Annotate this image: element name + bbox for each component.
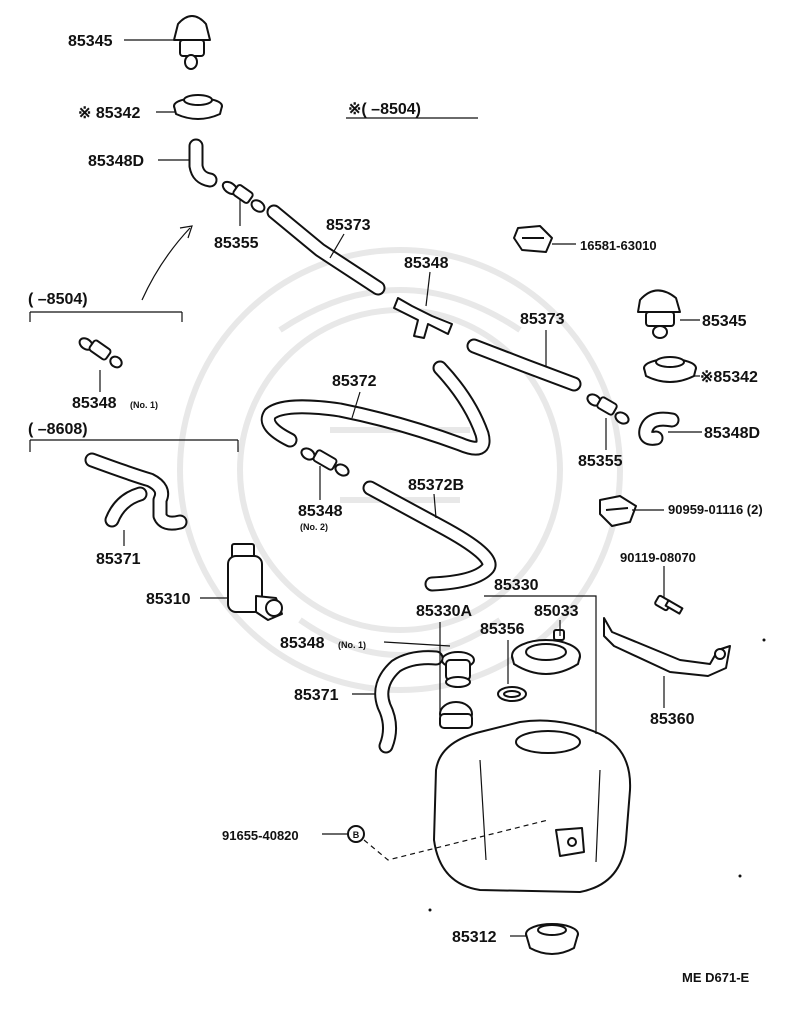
label-no1-b: (No. 1) — [338, 640, 366, 650]
leader-lines — [99, 39, 702, 937]
label-85345-right: 85345 — [702, 313, 747, 330]
label-no2: (No. 2) — [300, 522, 328, 532]
bolt-90119-08070[interactable] — [654, 594, 684, 615]
elbow-hose-85348D-right[interactable] — [638, 411, 680, 446]
label-85348D-top: 85348D — [88, 153, 144, 170]
tank-cap-85033[interactable] — [511, 629, 581, 675]
label-85342-right: ※85342 — [700, 369, 758, 386]
label-85372B: 85372B — [408, 477, 464, 494]
washer-nozzle-85345-top[interactable] — [173, 15, 211, 70]
range-label-8608: ( –8608) — [28, 421, 88, 438]
range-label-8504: ( –8504) — [28, 291, 88, 308]
washer-nozzle-85345-right[interactable] — [637, 289, 681, 339]
check-valve-85355-left[interactable] — [221, 179, 267, 214]
clip-90959-01116[interactable] — [599, 495, 637, 527]
label-85355-left: 85355 — [214, 235, 259, 252]
label-91655-40820: 91655-40820 — [222, 828, 299, 843]
label-90959-01116: 90959-01116 (2) — [668, 502, 763, 517]
hose-85372B[interactable] — [362, 480, 497, 592]
clip-16581-63010[interactable] — [513, 225, 553, 253]
range-bracket-8504 — [29, 311, 183, 322]
label-85348-no1-a: 85348 — [72, 395, 117, 412]
washer-tank-85330[interactable] — [433, 719, 632, 893]
label-85342-top: ※ 85342 — [78, 105, 140, 122]
label-no1-a: (No. 1) — [130, 400, 158, 410]
pump-grommet[interactable] — [439, 701, 473, 729]
washer-pump-85310[interactable] — [227, 543, 283, 621]
label-85348-no2: 85348 — [298, 503, 343, 520]
hose-85371-left[interactable] — [84, 452, 188, 531]
hose-85373-right[interactable] — [466, 338, 582, 392]
label-85373-right: 85373 — [520, 311, 565, 328]
connector-85348-no2[interactable] — [299, 446, 350, 478]
label-85348-no1-b: 85348 — [280, 635, 325, 652]
label-85356: 85356 — [480, 621, 525, 638]
nozzle-grommet-85342-top[interactable] — [173, 94, 223, 120]
label-16581-63010: 16581-63010 — [580, 238, 657, 253]
label-85330A: 85330A — [416, 603, 472, 620]
label-85371-bottom: 85371 — [294, 687, 339, 704]
label-85348-mid: 85348 — [404, 255, 449, 272]
label-85355-right: 85355 — [578, 453, 623, 470]
label-85330: 85330 — [494, 577, 539, 594]
bracket-85360[interactable] — [603, 617, 731, 677]
grommet-85312[interactable] — [525, 923, 579, 955]
filter-85330A[interactable] — [441, 651, 475, 688]
label-85310: 85310 — [146, 591, 191, 608]
seal-ring-85356[interactable] — [497, 686, 527, 702]
label-85312: 85312 — [452, 929, 497, 946]
hose-85372[interactable] — [260, 360, 491, 456]
label-85371-left: 85371 — [96, 551, 141, 568]
connector-85348-no1-a[interactable] — [77, 336, 123, 370]
label-85373-left: 85373 — [326, 217, 371, 234]
label-90119-08070: 90119-08070 — [620, 550, 696, 565]
variant-heading: ※( –8504) — [348, 101, 421, 118]
nozzle-grommet-85342-right[interactable] — [643, 356, 697, 383]
hose-85373-left[interactable] — [266, 204, 386, 296]
marker-b-text: B — [353, 830, 360, 840]
label-85345-top: 85345 — [68, 33, 113, 50]
elbow-hose-85348D-top[interactable] — [188, 138, 218, 188]
label-85033: 85033 — [534, 603, 579, 620]
hose-85371-bottom[interactable] — [374, 650, 444, 754]
t-joint-85348-mid[interactable] — [393, 297, 453, 339]
check-valve-85355-right[interactable] — [585, 392, 630, 426]
range-bracket-8608 — [29, 439, 239, 452]
stray-dots — [428, 638, 766, 912]
label-85348D-right: 85348D — [704, 425, 760, 442]
label-85372: 85372 — [332, 373, 377, 390]
label-85360: 85360 — [650, 711, 695, 728]
footer-code: ME D671-E — [682, 970, 750, 985]
